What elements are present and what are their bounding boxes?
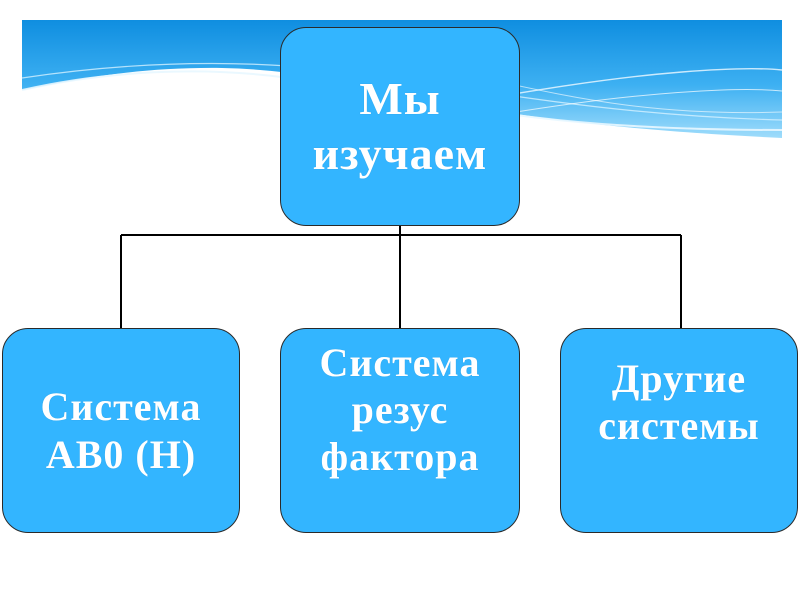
- node-rhesus-system-label: Система резус фактора: [319, 340, 481, 480]
- node-root: Мы изучаем: [280, 27, 520, 226]
- node-rhesus-system: Система резус фактора: [280, 328, 520, 533]
- node-other-systems-label: Другие системы: [598, 356, 760, 449]
- node-abo-system-label: Система АВ0 (Н): [40, 384, 202, 477]
- node-abo-system: Система АВ0 (Н): [2, 328, 240, 533]
- node-other-systems: Другие системы: [560, 328, 798, 533]
- node-root-label: Мы изучаем: [312, 73, 488, 179]
